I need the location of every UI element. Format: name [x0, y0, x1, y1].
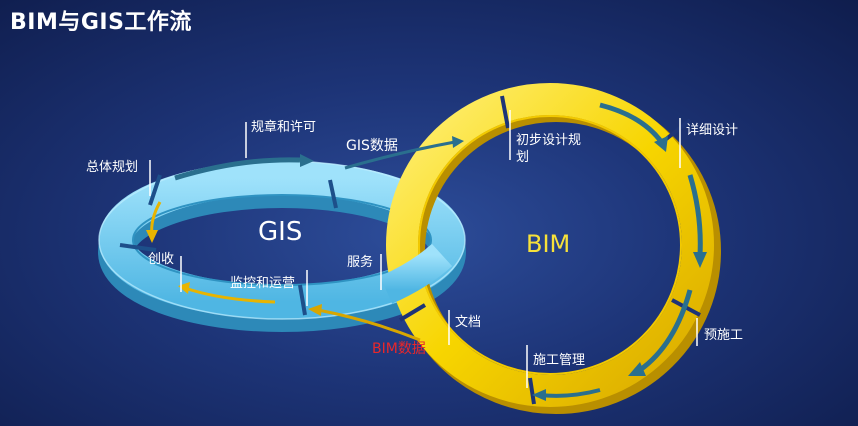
gis-data-label: GIS数据: [346, 138, 398, 154]
arrow-icon: [146, 230, 158, 243]
step-document-label: 文档: [455, 315, 481, 330]
arrow-icon: [654, 136, 668, 152]
step-preliminary-label-cont: 划: [516, 150, 529, 165]
step-service-label: 服务: [347, 254, 373, 270]
step-precon-label: 预施工: [704, 328, 743, 343]
leader-lines: [149, 110, 698, 388]
gis-label: GIS: [258, 217, 302, 247]
arrow-icon: [532, 389, 546, 401]
step-detailed-label: 详细设计: [686, 123, 738, 138]
arrow-icon: [693, 252, 707, 268]
bim-data-label: BIM数据: [372, 341, 426, 357]
gis-data-flow-arrow: [344, 136, 464, 170]
page-title: BIM与GIS工作流: [10, 10, 192, 35]
step-regulation-label: 规章和许可: [251, 119, 316, 135]
step-preliminary-label: 初步设计规: [516, 133, 581, 148]
step-planning-label: 总体规划: [86, 160, 138, 175]
gis-ring-front: [379, 243, 453, 304]
bim-ring: [386, 83, 721, 414]
arrow-icon: [300, 154, 314, 167]
arrow-icon: [628, 362, 646, 376]
bim-data-flow-arrow: [308, 304, 421, 342]
step-creation-label: 创收: [148, 252, 174, 267]
bim-label: BIM: [526, 230, 570, 258]
step-monitoring-label: 监控和运营: [230, 276, 295, 291]
step-construction-label: 施工管理: [533, 353, 585, 368]
gis-ring: [98, 154, 466, 332]
